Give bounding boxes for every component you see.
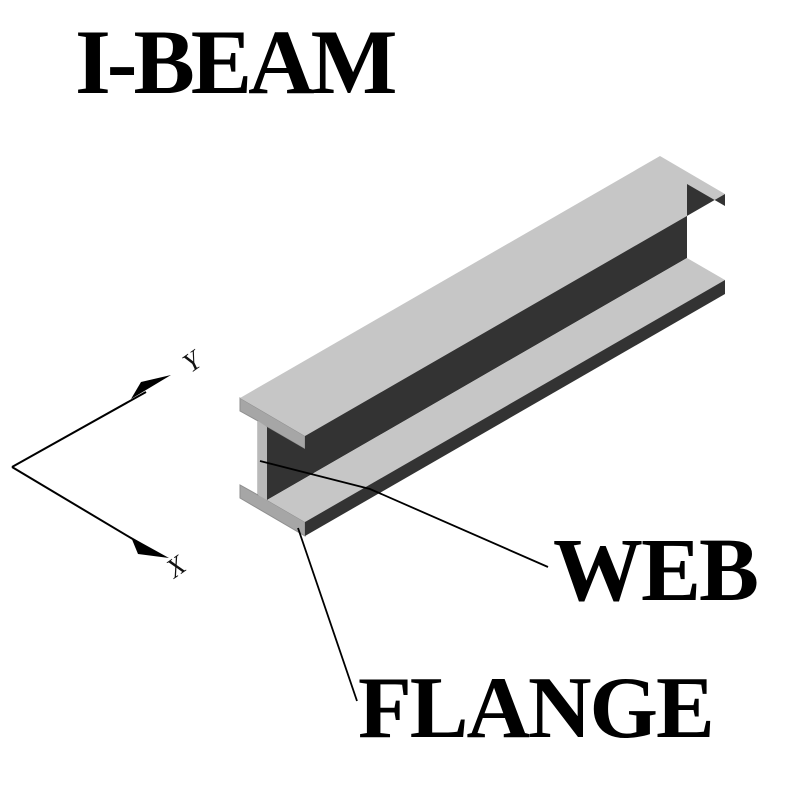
- web-side-face: [267, 184, 725, 500]
- bottom-flange-side-face: [305, 280, 725, 536]
- y-axis-arrowhead: [131, 375, 171, 399]
- flange-leader-line: [297, 527, 358, 702]
- web-front-face: [258, 421, 267, 500]
- bottom-flange-top-face: [267, 258, 725, 522]
- top-flange-top-face: [240, 156, 725, 436]
- web-label: WEB: [553, 521, 757, 620]
- diagram-title: I-BEAM: [75, 11, 396, 113]
- flange-label: FLANGE: [358, 660, 713, 757]
- y-axis-label: Y: [177, 343, 209, 378]
- x-axis-line: [11, 466, 142, 545]
- axis-indicator: Y X: [11, 343, 209, 584]
- x-axis-arrowhead: [131, 537, 169, 558]
- y-axis-line: [11, 391, 147, 468]
- ibeam-solid: [239, 156, 725, 537]
- x-axis-label: X: [160, 549, 193, 584]
- web-leader-line: [259, 460, 549, 568]
